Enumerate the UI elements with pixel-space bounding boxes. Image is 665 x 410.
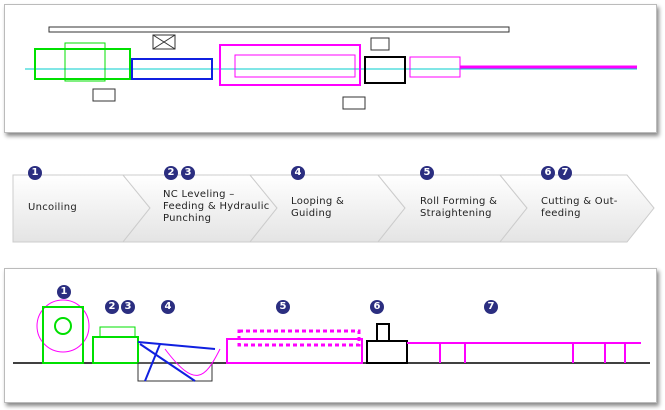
drawing-badge: 6 xyxy=(370,300,384,314)
drawing-badge: 7 xyxy=(484,300,498,314)
step-badge: 2 xyxy=(164,166,178,180)
step-badge: 1 xyxy=(28,166,42,180)
side-view-drawing-panel xyxy=(4,268,657,403)
drawing-badge: 5 xyxy=(276,300,290,314)
step-label-leveling: NC Leveling – Feeding & Hydraulic Punchi… xyxy=(163,189,270,224)
top-view-drawing-panel xyxy=(4,4,657,133)
step-label-cutting: Cutting & Out-feeding xyxy=(541,196,618,219)
step-label-roll-forming: Roll Forming & Straightening xyxy=(420,196,498,219)
drawing-badge: 4 xyxy=(161,300,175,314)
step-badge: 5 xyxy=(420,166,434,180)
top-view-drawing xyxy=(25,26,637,110)
drawing-badge: 2 xyxy=(105,300,119,314)
process-steps-arrows xyxy=(12,174,655,243)
side-view-drawing xyxy=(13,299,650,382)
step-badge: 7 xyxy=(558,166,572,180)
step-label-looping: Looping & Guiding xyxy=(291,196,345,219)
step-label-uncoiling: Uncoiling xyxy=(28,202,77,213)
step-badge: 6 xyxy=(541,166,555,180)
step-badge: 3 xyxy=(181,166,195,180)
drawing-badge: 1 xyxy=(57,285,71,299)
step-badge: 4 xyxy=(291,166,305,180)
drawing-badge: 3 xyxy=(121,300,135,314)
